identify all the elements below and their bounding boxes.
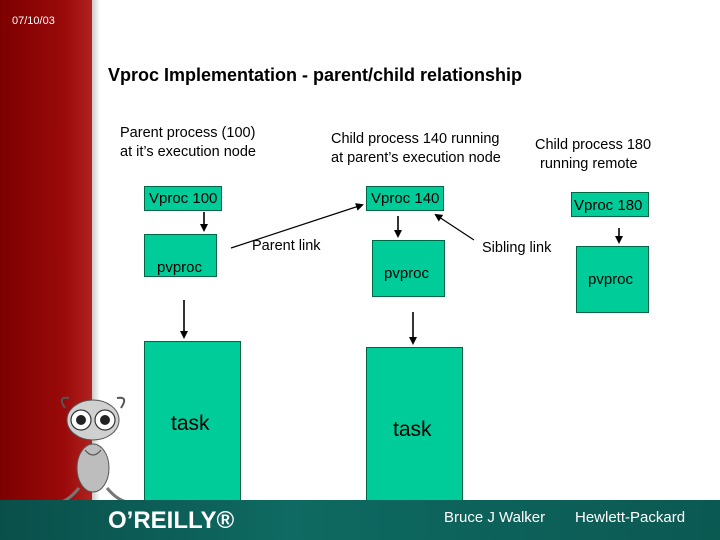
sidebar-band	[0, 0, 92, 540]
vproc-140-box: Vproc 140	[366, 186, 444, 211]
vproc-100-box: Vproc 100	[144, 186, 222, 211]
footer-bar	[0, 500, 720, 540]
sibling-link-label: Sibling link	[482, 240, 552, 256]
parent-process-line-2: at it’s execution node	[120, 144, 256, 160]
task-140-label: task	[393, 418, 432, 441]
company-name: Hewlett-Packard	[575, 509, 686, 526]
pvproc-140-box: pvproc	[372, 240, 445, 297]
author-name: Bruce J Walker	[444, 509, 546, 526]
pvproc-180-label: pvproc	[588, 271, 634, 288]
parent-link-label: Parent link	[252, 238, 321, 254]
vproc-140-label: Vproc 140	[371, 190, 440, 207]
sidebar-edge	[92, 0, 100, 540]
child-180-label: Child process 180 running remote	[535, 136, 651, 174]
parent-link-arrow	[230, 203, 364, 249]
task-140-box: task	[366, 347, 463, 511]
slide-date: 07/10/03	[12, 15, 55, 27]
child-180-line-2: running remote	[540, 156, 638, 172]
oreilly-logo: O’REILLY®	[108, 507, 235, 534]
slide-title: Vproc Implementation - parent/child rela…	[108, 65, 523, 85]
tarsier-mascot-icon	[60, 396, 128, 504]
pvproc-100-label: pvproc	[157, 259, 203, 276]
child-140-label: Child process 140 running at parent’s ex…	[331, 130, 501, 168]
pvproc-140-label: pvproc	[384, 265, 430, 282]
pvproc-180-box: pvproc	[576, 246, 649, 313]
child-140-line-2: at parent’s execution node	[331, 150, 501, 166]
pvproc-100-box: pvproc	[144, 234, 217, 277]
parent-process-line-1: Parent process (100)	[120, 125, 256, 141]
child-180-line-1: Child process 180	[535, 137, 652, 153]
vproc-100-label: Vproc 100	[149, 190, 218, 207]
vproc-180-box: Vproc 180	[571, 192, 649, 217]
task-100-label: task	[171, 412, 210, 435]
vproc-180-label: Vproc 180	[574, 197, 643, 214]
parent-process-label: Parent process (100) at it’s execution n…	[120, 124, 256, 162]
task-100-box: task	[144, 341, 241, 505]
child-140-line-1: Child process 140 running	[331, 131, 500, 147]
sibling-link-arrow	[434, 213, 475, 241]
